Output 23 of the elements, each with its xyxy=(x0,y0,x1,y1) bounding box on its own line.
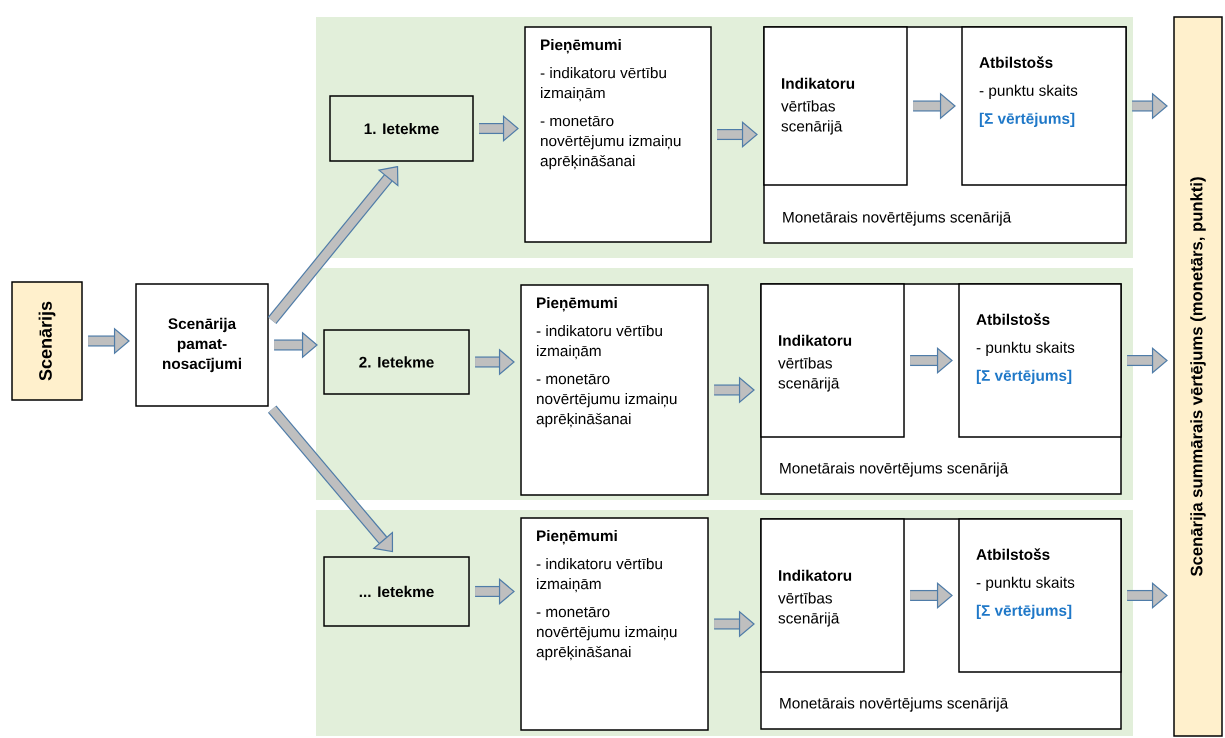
impact-box: 2. Ietekme xyxy=(323,329,470,395)
block-arrow xyxy=(1127,582,1168,609)
assumptions-box: Pieņēmumi - indikatoru vērtību izmaiņām - monetāro novērtējumu izmaiņu aprēķināšanai xyxy=(520,517,709,731)
block-arrow xyxy=(479,115,519,142)
indicator-box: Indikatoru vērtības scenārijā xyxy=(763,26,908,186)
scenario-box: Scenārijs xyxy=(11,281,83,401)
block-arrow xyxy=(267,405,394,553)
score-box: Atbilstošs - punktu skaits [Σ vērtējums] xyxy=(958,283,1122,438)
block-arrow xyxy=(717,121,758,148)
assumptions-box: Pieņēmumi - indikatoru vērtību izmaiņām - monetāro novērtējumu izmaiņu aprēķināšanai xyxy=(524,26,712,243)
block-arrow xyxy=(910,347,953,374)
assumptions-box: Pieņēmumi - indikatoru vērtību izmaiņām - monetāro novērtējumu izmaiņu aprēķināšanai xyxy=(520,284,709,496)
impact-box: 1. Ietekme xyxy=(329,95,474,162)
block-arrow xyxy=(910,582,953,609)
indicator-box: Indikatoru vērtības scenārijā xyxy=(760,283,905,438)
summary-box: Scenārija summārais vērtējums (monetārs, punkti) xyxy=(1173,16,1223,737)
score-box: Atbilstošs - punktu skaits [Σ vērtējums] xyxy=(958,518,1122,673)
score-box: Atbilstošs - punktu skaits [Σ vērtējums] xyxy=(961,26,1127,186)
indicator-box: Indikatoru vērtības scenārijā xyxy=(760,518,905,673)
assumptions-box: Scenārija pamat-nosacījumi xyxy=(135,283,269,407)
block-arrow xyxy=(1127,347,1168,374)
impact-box: ... Ietekme xyxy=(323,556,470,627)
block-arrow xyxy=(475,578,515,605)
